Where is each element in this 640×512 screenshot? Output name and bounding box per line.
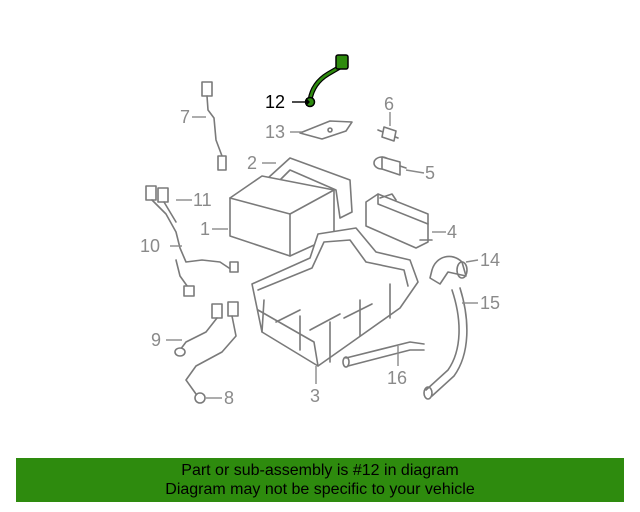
part-16-hose: [342, 341, 425, 368]
part-2-strap: [267, 157, 353, 219]
part-14-elbow: [429, 255, 468, 285]
part-7-sensor: [201, 81, 227, 171]
part-15-hose: [423, 287, 468, 400]
callout-1: 1: [200, 219, 210, 239]
callout-16: 16: [387, 368, 407, 388]
part-1-canister: [229, 175, 335, 257]
part-9-sensor: [174, 303, 223, 357]
callout-4: 4: [447, 222, 457, 242]
callout-3: 3: [310, 386, 320, 406]
callout-2: 2: [247, 153, 257, 173]
callout-13: 13: [265, 122, 285, 142]
part-4-filter: [365, 193, 433, 249]
banner-line-2: Diagram may not be specific to your vehi…: [165, 481, 475, 498]
callout-12: 12: [265, 92, 285, 112]
callout-5: 5: [425, 163, 435, 183]
part-11-harness: [145, 185, 239, 297]
callout-7: 7: [180, 107, 190, 127]
part-12-hose[interactable]: [304, 54, 349, 108]
part-5-solenoid: [373, 156, 407, 176]
callout-10: 10: [140, 236, 160, 256]
callout-11: 11: [193, 190, 212, 210]
callout-labels: 12 13 2 1 3 4 5 6 7 8 9 10 11 14 15 16: [140, 92, 500, 408]
info-banner: Part or sub-assembly is #12 in diagram D…: [16, 458, 624, 502]
callout-8: 8: [224, 388, 234, 408]
part-3-tray: [251, 227, 419, 367]
callout-15: 15: [480, 293, 500, 313]
part-13-bracket: [299, 120, 353, 140]
callout-14: 14: [480, 250, 500, 270]
part-6-valve: [377, 126, 399, 142]
leader-lines: [166, 98, 479, 399]
callout-9: 9: [151, 330, 161, 350]
banner-line-1: Part or sub-assembly is #12 in diagram: [181, 462, 459, 479]
part-8-sensor: [185, 301, 239, 404]
callout-6: 6: [384, 94, 394, 114]
